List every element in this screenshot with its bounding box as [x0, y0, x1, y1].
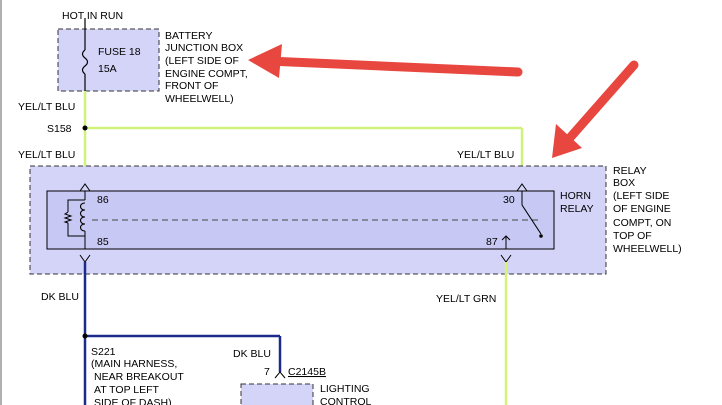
pin-85-label: 85	[97, 236, 109, 248]
coil-return-path	[67, 199, 85, 237]
wire-label-upper-left: YEL/LT BLU	[18, 101, 75, 113]
wire-label-lower-left: YEL/LT BLU	[18, 149, 75, 161]
coil-winding-icon	[63, 211, 73, 224]
splice-s221-label-1: S221	[91, 346, 116, 358]
pin-86-label: 86	[97, 194, 109, 206]
connector-name: C2145B	[288, 366, 326, 378]
wire-label-dk-blu: DK BLU	[41, 291, 79, 303]
annotation-arrow-1-head	[248, 44, 282, 78]
pin-87-label: 87	[486, 236, 498, 248]
connector-pin-label: 7	[264, 366, 270, 378]
fuse-icon	[81, 49, 89, 75]
wire-label-right: YEL/LT BLU	[457, 149, 514, 161]
junction-box-label-5: FRONT OF	[165, 80, 218, 92]
junction-box-label-3: (LEFT SIDE OF	[165, 55, 239, 67]
annotation-arrow-2-head	[552, 124, 582, 158]
lighting-label-2: CONTROL	[320, 396, 371, 405]
pin-86-connector	[79, 183, 91, 192]
relay-box-label-3: (LEFT SIDE	[613, 190, 669, 202]
splice-s221-label-2: (MAIN HARNESS,	[91, 358, 177, 370]
relay-box-label-1: RELAY	[613, 165, 647, 177]
relay-box-label-5: COMPT, ON	[613, 217, 671, 229]
pin-30-label: 30	[503, 194, 515, 206]
lighting-label-1: LIGHTING	[320, 383, 370, 395]
splice-s221-label-3: NEAR BREAKOUT	[94, 371, 184, 383]
switch-contact-dot	[539, 234, 543, 238]
lighting-control-module	[240, 383, 314, 405]
relay-box-label-2: BOX	[613, 177, 635, 189]
connector-c2145b-icon	[274, 371, 286, 379]
junction-box-label-6: WHEELWELL)	[165, 93, 234, 105]
horn-relay	[46, 190, 555, 250]
relay-box-label-7: WHEELWELL)	[613, 243, 682, 255]
relay-switch-arm	[521, 204, 542, 235]
splice-s221-label-5: SIDE OF DASH)	[94, 397, 172, 405]
fuse-junction-box	[57, 28, 160, 92]
wire-label-dk-blu-2: DK BLU	[233, 348, 271, 360]
junction-box-label-4: ENGINE COMPT,	[165, 68, 248, 80]
horn-relay-label-1: HORN	[560, 190, 591, 202]
junction-box-label-2: JUNCTION BOX	[165, 42, 243, 54]
splice-s158-label: S158	[47, 123, 72, 135]
splice-s221-label-4: AT TOP LEFT	[94, 384, 160, 396]
fuse-name: FUSE 18	[98, 46, 141, 58]
annotation-arrow-1-shaft	[263, 56, 523, 77]
splice-s158-dot	[82, 125, 88, 131]
pin-30-connector	[516, 183, 528, 192]
wire-label-yel-grn: YEL/LT GRN	[436, 293, 496, 305]
horn-relay-label-2: RELAY	[560, 203, 594, 215]
fuse-rating: 15A	[98, 63, 117, 75]
annotation-arrow-2-shaft	[563, 60, 639, 145]
relay-box-label-6: TOP OF	[613, 230, 652, 242]
splice-s221-dot	[82, 333, 88, 339]
junction-box-label-1: BATTERY	[165, 30, 212, 42]
hot-in-run-label: HOT IN RUN	[62, 10, 123, 22]
relay-coil-icon	[79, 202, 86, 232]
relay-box-label-4: OF ENGINE	[613, 203, 671, 215]
pin-87-contact-icon	[501, 235, 511, 241]
